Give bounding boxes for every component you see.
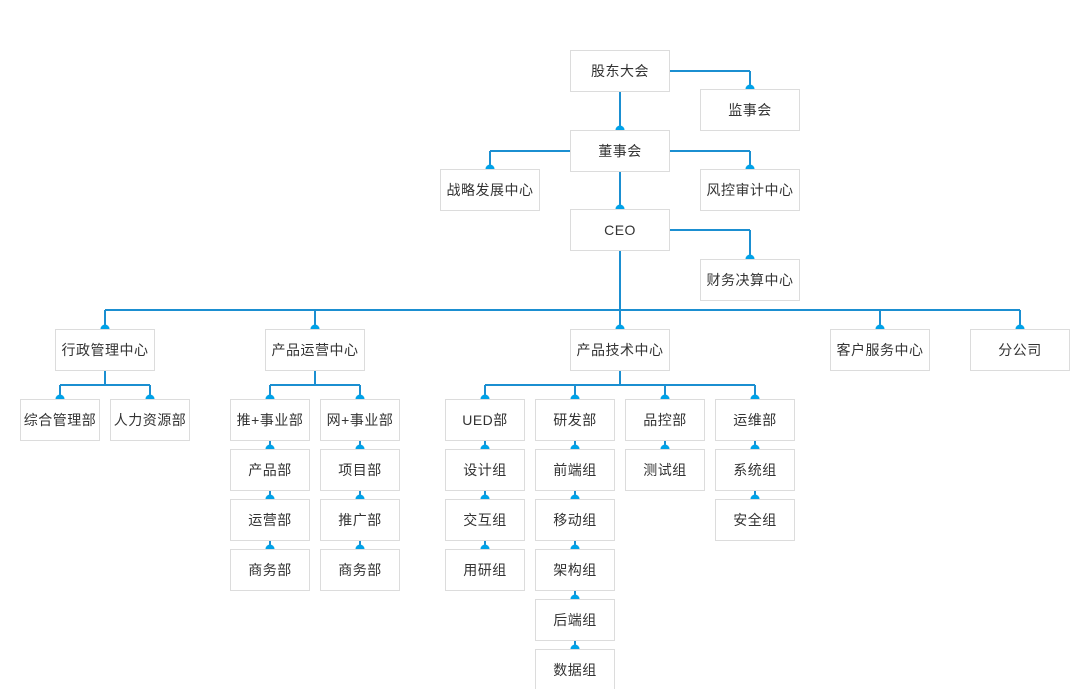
org-node-label: CEO — [604, 221, 636, 238]
org-node-d3[interactable]: 产品技术中心 — [570, 329, 670, 371]
org-node-c3[interactable]: 推广部 — [320, 499, 400, 541]
org-node-n1[interactable]: 监事会 — [700, 89, 800, 131]
org-node-c1[interactable]: 网+事业部 — [320, 399, 400, 441]
org-node-label: 架构组 — [553, 561, 597, 578]
org-node-u2[interactable]: 设计组 — [445, 449, 525, 491]
org-node-n2[interactable]: 董事会 — [570, 130, 670, 172]
org-node-b3[interactable]: 运营部 — [230, 499, 310, 541]
org-node-a2[interactable]: 人力资源部 — [110, 399, 190, 441]
org-node-label: 产品部 — [248, 461, 292, 478]
org-node-c2[interactable]: 项目部 — [320, 449, 400, 491]
org-node-r4[interactable]: 架构组 — [535, 549, 615, 591]
org-node-r6[interactable]: 数据组 — [535, 649, 615, 689]
org-node-label: 后端组 — [553, 611, 597, 628]
org-node-o1[interactable]: 运维部 — [715, 399, 795, 441]
org-node-label: 运营部 — [248, 511, 292, 528]
org-node-r2[interactable]: 前端组 — [535, 449, 615, 491]
org-node-label: 研发部 — [553, 411, 597, 428]
org-node-label: 产品技术中心 — [576, 341, 664, 358]
org-node-label: 前端组 — [553, 461, 597, 478]
org-node-c4[interactable]: 商务部 — [320, 549, 400, 591]
org-node-r5[interactable]: 后端组 — [535, 599, 615, 641]
org-node-label: 战略发展中心 — [446, 181, 534, 198]
org-node-label: 人力资源部 — [113, 411, 187, 428]
org-node-u4[interactable]: 用研组 — [445, 549, 525, 591]
org-node-label: 行政管理中心 — [61, 341, 149, 358]
org-node-label: 客户服务中心 — [836, 341, 924, 358]
org-node-label: 网+事业部 — [326, 411, 394, 428]
org-node-q1[interactable]: 品控部 — [625, 399, 705, 441]
org-node-d1[interactable]: 行政管理中心 — [55, 329, 155, 371]
org-node-o3[interactable]: 安全组 — [715, 499, 795, 541]
org-node-label: 董事会 — [598, 142, 642, 159]
org-node-label: 安全组 — [733, 511, 777, 528]
org-node-label: 推+事业部 — [236, 411, 304, 428]
org-node-n0[interactable]: 股东大会 — [570, 50, 670, 92]
org-node-label: 交互组 — [463, 511, 507, 528]
org-node-b1[interactable]: 推+事业部 — [230, 399, 310, 441]
org-node-label: 股东大会 — [591, 62, 649, 79]
org-node-b2[interactable]: 产品部 — [230, 449, 310, 491]
org-node-label: 数据组 — [553, 661, 597, 678]
org-node-label: 商务部 — [338, 561, 382, 578]
org-node-r1[interactable]: 研发部 — [535, 399, 615, 441]
org-node-label: 项目部 — [338, 461, 382, 478]
org-node-label: 分公司 — [998, 341, 1042, 358]
org-node-n5[interactable]: CEO — [570, 209, 670, 251]
org-node-label: 移动组 — [553, 511, 597, 528]
org-node-d2[interactable]: 产品运营中心 — [265, 329, 365, 371]
org-node-u1[interactable]: UED部 — [445, 399, 525, 441]
org-node-d4[interactable]: 客户服务中心 — [830, 329, 930, 371]
org-node-n6[interactable]: 财务决算中心 — [700, 259, 800, 301]
org-node-b4[interactable]: 商务部 — [230, 549, 310, 591]
org-node-label: 品控部 — [643, 411, 687, 428]
org-node-label: 风控审计中心 — [706, 181, 794, 198]
org-node-label: 推广部 — [338, 511, 382, 528]
org-node-label: 综合管理部 — [23, 411, 97, 428]
org-node-label: 产品运营中心 — [271, 341, 359, 358]
org-node-n3[interactable]: 战略发展中心 — [440, 169, 540, 211]
org-node-label: UED部 — [462, 411, 508, 428]
org-node-u3[interactable]: 交互组 — [445, 499, 525, 541]
org-node-o2[interactable]: 系统组 — [715, 449, 795, 491]
org-node-label: 测试组 — [643, 461, 687, 478]
org-node-n4[interactable]: 风控审计中心 — [700, 169, 800, 211]
org-node-label: 商务部 — [248, 561, 292, 578]
org-node-label: 设计组 — [463, 461, 507, 478]
org-node-label: 财务决算中心 — [706, 271, 794, 288]
org-node-r3[interactable]: 移动组 — [535, 499, 615, 541]
org-node-q2[interactable]: 测试组 — [625, 449, 705, 491]
org-node-label: 用研组 — [463, 561, 507, 578]
org-node-label: 监事会 — [728, 101, 772, 118]
org-node-label: 运维部 — [733, 411, 777, 428]
org-node-a1[interactable]: 综合管理部 — [20, 399, 100, 441]
org-node-d5[interactable]: 分公司 — [970, 329, 1070, 371]
org-node-label: 系统组 — [733, 461, 777, 478]
